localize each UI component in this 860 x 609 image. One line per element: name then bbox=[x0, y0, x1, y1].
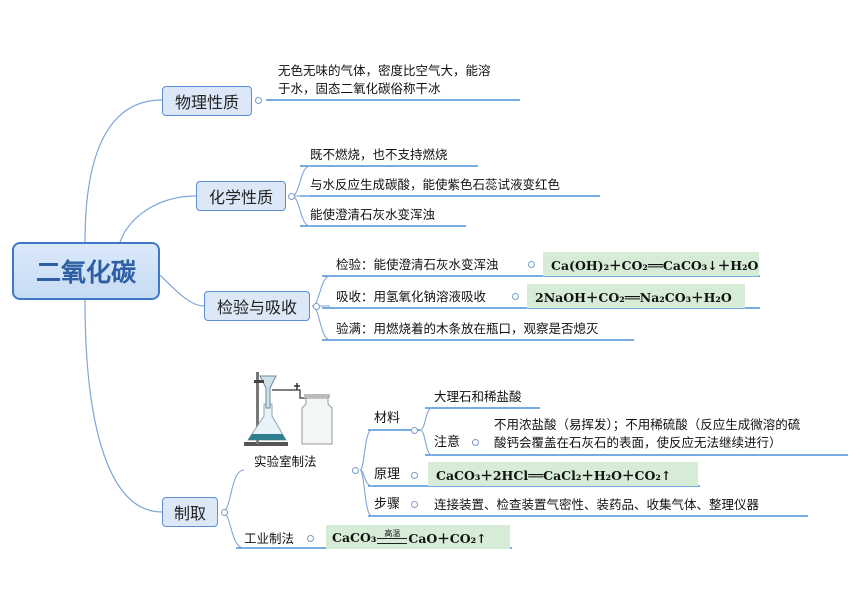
test-full-text: 验满：用燃烧着的木条放在瓶口，观察是否熄灭 bbox=[336, 321, 599, 336]
steps-value: 连接装置、检查装置气密性、装药品、收集气体、整理仪器 bbox=[434, 497, 760, 512]
chemical-item-3: 能使澄清石灰水变浑浊 bbox=[310, 207, 436, 222]
collapse-icon[interactable] bbox=[288, 193, 295, 200]
collapse-icon[interactable] bbox=[313, 303, 320, 310]
collapse-icon[interactable] bbox=[472, 439, 479, 446]
lab-apparatus-image bbox=[244, 372, 333, 446]
double-arrow-line bbox=[377, 538, 408, 544]
chemical-item-2: 与水反应生成碳酸，能使紫色石蕊试液变红色 bbox=[310, 177, 561, 192]
collapse-icon[interactable] bbox=[221, 509, 228, 516]
collapse-icon[interactable] bbox=[411, 427, 418, 434]
test-check-formula: Ca(OH)₂＋CO₂══CaCO₃↓＋H₂O bbox=[543, 252, 759, 276]
note-label: 注意 bbox=[434, 435, 461, 450]
note-line1: 不用浓盐酸（易挥发）；不用稀硫酸（反应生成微溶的硫 bbox=[494, 417, 801, 432]
chemical-item-1: 既不燃烧，也不支持燃烧 bbox=[310, 147, 448, 162]
test-check-text: 检验：能使澄清石灰水变浑浊 bbox=[336, 257, 499, 272]
collapse-icon[interactable] bbox=[411, 501, 418, 508]
principle-label: 原理 bbox=[374, 467, 401, 482]
test-absorb-text: 吸收：用氢氧化钠溶液吸收 bbox=[336, 289, 487, 304]
branch-test-absorb[interactable]: 检验与吸收 bbox=[204, 291, 310, 321]
industrial-formula-right: CaO＋CO₂↑ bbox=[408, 530, 487, 546]
test-absorb-formula: 2NaOH＋CO₂══Na₂CO₃＋H₂O bbox=[527, 284, 745, 308]
collapse-icon[interactable] bbox=[352, 467, 359, 474]
materials-value: 大理石和稀盐酸 bbox=[434, 389, 522, 404]
note-line2: 酸钙会覆盖在石灰石的表面，使反应无法继续进行） bbox=[494, 435, 782, 450]
industrial-formula-left: CaCO₃ bbox=[332, 529, 377, 545]
collapse-icon[interactable] bbox=[255, 97, 262, 104]
branch-preparation[interactable]: 制取 bbox=[162, 497, 218, 527]
reaction-condition: 高温 bbox=[377, 529, 408, 544]
materials-label: 材料 bbox=[374, 411, 401, 426]
root-node[interactable]: 二氧化碳 bbox=[12, 242, 160, 300]
collapse-icon[interactable] bbox=[512, 293, 519, 300]
physical-text-line2: 于水，固态二氧化碳俗称干冰 bbox=[278, 81, 441, 96]
principle-formula: CaCO₃＋2HCl══CaCl₂＋H₂O＋CO₂↑ bbox=[428, 462, 698, 486]
condition-text: 高温 bbox=[384, 529, 401, 538]
collapse-icon[interactable] bbox=[307, 535, 314, 542]
lab-method-label: 实验室制法 bbox=[254, 454, 317, 469]
collapse-icon[interactable] bbox=[528, 261, 535, 268]
steps-label: 步骤 bbox=[374, 497, 401, 512]
branch-chemical[interactable]: 化学性质 bbox=[196, 181, 286, 211]
industrial-method-label: 工业制法 bbox=[244, 531, 295, 546]
collapse-icon[interactable] bbox=[411, 472, 418, 479]
physical-text-line1: 无色无味的气体，密度比空气大，能溶 bbox=[278, 63, 491, 78]
branch-physical[interactable]: 物理性质 bbox=[162, 86, 252, 116]
industrial-formula: CaCO₃ 高温 CaO＋CO₂↑ bbox=[326, 525, 510, 549]
